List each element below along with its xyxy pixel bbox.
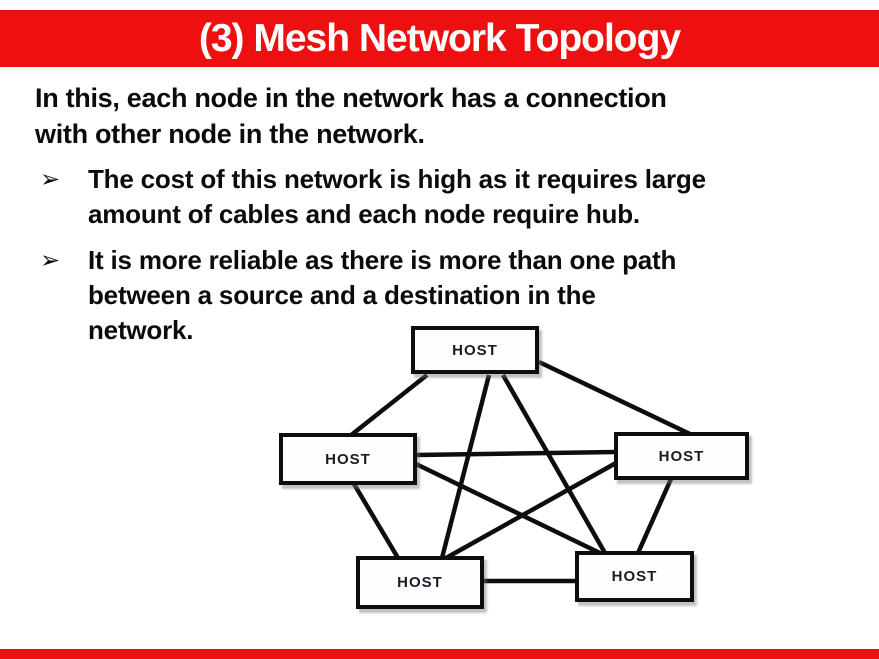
link-right-bottom-left — [444, 461, 618, 560]
host-node-bottom-right: HOST — [575, 551, 694, 602]
bullet-1-line-1: The cost of this network is high as it r… — [88, 164, 706, 194]
host-label: HOST — [452, 341, 498, 359]
host-label: HOST — [397, 574, 443, 591]
intro-paragraph: In this, each node in the network has a … — [35, 80, 835, 152]
link-left-right — [415, 449, 617, 458]
link-top-right — [538, 359, 691, 437]
host-label: HOST — [611, 568, 658, 585]
link-top-left — [348, 373, 429, 438]
title-bar: (3) Mesh Network Topology — [0, 10, 879, 67]
host-node-bottom-left: HOST — [356, 556, 484, 609]
link-left-bottom-left — [352, 482, 400, 560]
footer-bar — [0, 649, 879, 659]
link-left-bottom-right — [415, 461, 603, 557]
bullet-2-line-3: network. — [88, 315, 194, 345]
bullet-1-line-2: amount of cables and each node require h… — [88, 199, 640, 229]
bullet-item-cost: ➢ The cost of this network is high as it… — [40, 162, 850, 232]
arrow-bullet-icon: ➢ — [40, 247, 60, 274]
arrow-bullet-icon: ➢ — [40, 166, 60, 193]
intro-line-2: with other node in the network. — [35, 119, 425, 149]
link-right-bottom-right — [635, 478, 674, 554]
bullet-text: The cost of this network is high as it r… — [88, 162, 850, 232]
host-node-top: HOST — [411, 326, 539, 374]
link-top-bottom-left — [439, 374, 492, 559]
host-label: HOST — [658, 447, 705, 465]
host-node-left: HOST — [279, 433, 417, 485]
intro-line-1: In this, each node in the network has a … — [35, 83, 667, 113]
host-node-right: HOST — [614, 432, 749, 480]
bullet-2-line-2: between a source and a destination in th… — [88, 280, 596, 310]
link-top-bottom-right — [501, 373, 607, 555]
slide-title: (3) Mesh Network Topology — [198, 16, 681, 60]
bullet-2-line-1: It is more reliable as there is more tha… — [88, 245, 677, 275]
bullet-text: It is more reliable as there is more tha… — [88, 243, 850, 348]
bullet-item-reliability: ➢ It is more reliable as there is more t… — [40, 243, 850, 348]
host-label: HOST — [325, 450, 371, 468]
